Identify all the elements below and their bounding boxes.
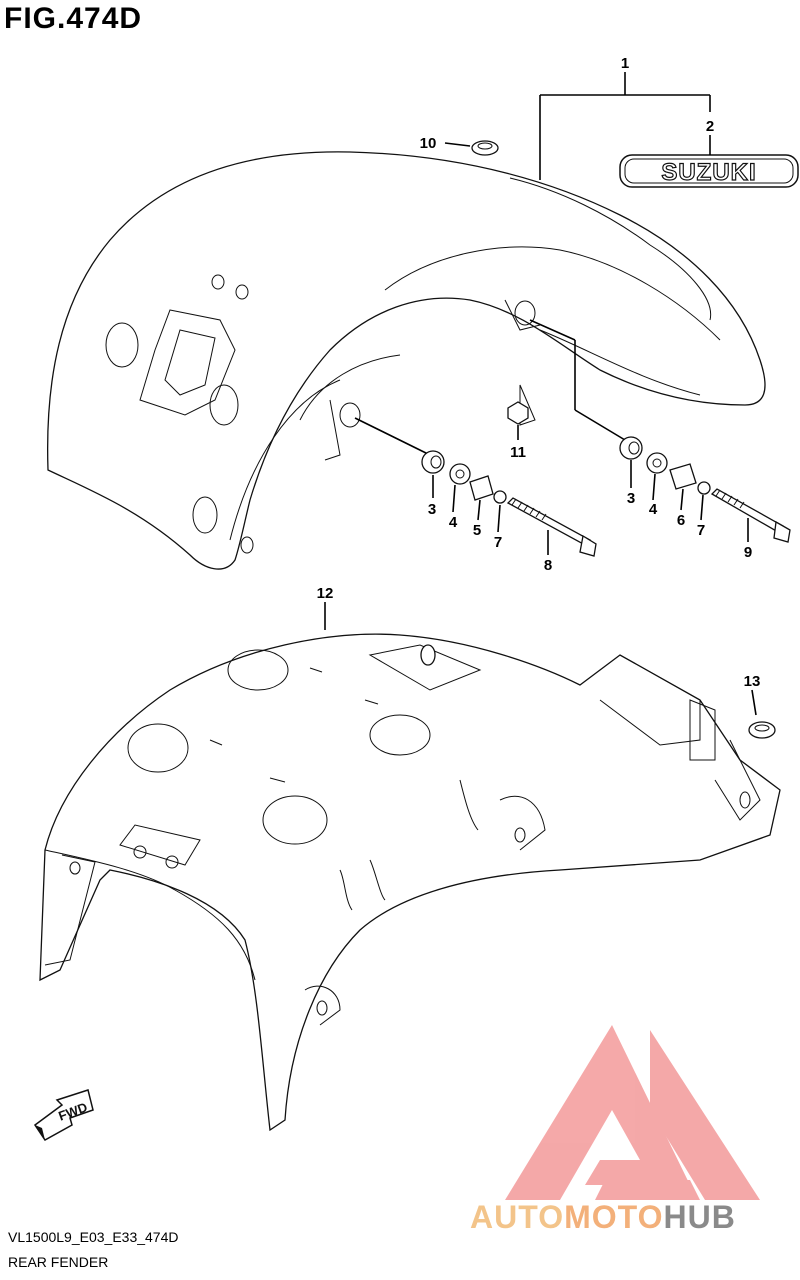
left-hardware-stack bbox=[354, 417, 597, 557]
svg-text:AUTOMOTOHUB: AUTOMOTOHUB bbox=[470, 1199, 736, 1235]
callout-5: 5 bbox=[473, 522, 481, 539]
callout-1: 1 bbox=[621, 55, 629, 72]
watermark-moto: MOTO bbox=[564, 1199, 663, 1235]
grommet-10 bbox=[444, 140, 499, 156]
nut-11 bbox=[507, 401, 529, 440]
right-hardware-stack bbox=[529, 319, 791, 543]
callout-11: 11 bbox=[510, 444, 526, 461]
watermark-text: AUTOMOTOHUB bbox=[470, 1199, 736, 1235]
callout-8: 8 bbox=[544, 557, 552, 574]
watermark-logo bbox=[505, 1025, 760, 1200]
callout-3-right: 3 bbox=[627, 490, 635, 507]
callout-7-left: 7 bbox=[494, 534, 502, 551]
rear-fender-upper bbox=[47, 151, 766, 570]
model-code: VL1500L9_E03_E33_474D bbox=[8, 1229, 179, 1245]
fwd-arrow: FWD bbox=[33, 1089, 94, 1141]
callout-13: 13 bbox=[744, 673, 761, 690]
rear-fender-inner bbox=[39, 633, 781, 1132]
figure-title: FIG.474D bbox=[4, 2, 143, 35]
callout-labels: 1 2 10 11 3 4 5 7 8 3 4 6 7 9 12 13 bbox=[317, 55, 761, 690]
callout-2: 2 bbox=[706, 118, 714, 135]
callout-3-left: 3 bbox=[428, 501, 436, 518]
watermark-hub: HUB bbox=[663, 1199, 735, 1235]
watermark-auto: AUTO bbox=[470, 1199, 564, 1235]
leader-lines bbox=[324, 460, 757, 716]
suzuki-emblem: SUZUKI bbox=[619, 154, 799, 188]
section-title: REAR FENDER bbox=[8, 1254, 109, 1270]
callout-bracket-1 bbox=[539, 72, 711, 180]
callout-12: 12 bbox=[317, 585, 334, 602]
callout-6: 6 bbox=[677, 512, 685, 529]
callout-9: 9 bbox=[744, 544, 752, 561]
callout-7-right: 7 bbox=[697, 522, 705, 539]
grommet-13 bbox=[748, 721, 776, 739]
callout-4-left: 4 bbox=[449, 514, 458, 531]
callout-10: 10 bbox=[420, 135, 437, 152]
suzuki-emblem-text: SUZUKI bbox=[661, 159, 756, 186]
callout-4-right: 4 bbox=[649, 501, 658, 518]
